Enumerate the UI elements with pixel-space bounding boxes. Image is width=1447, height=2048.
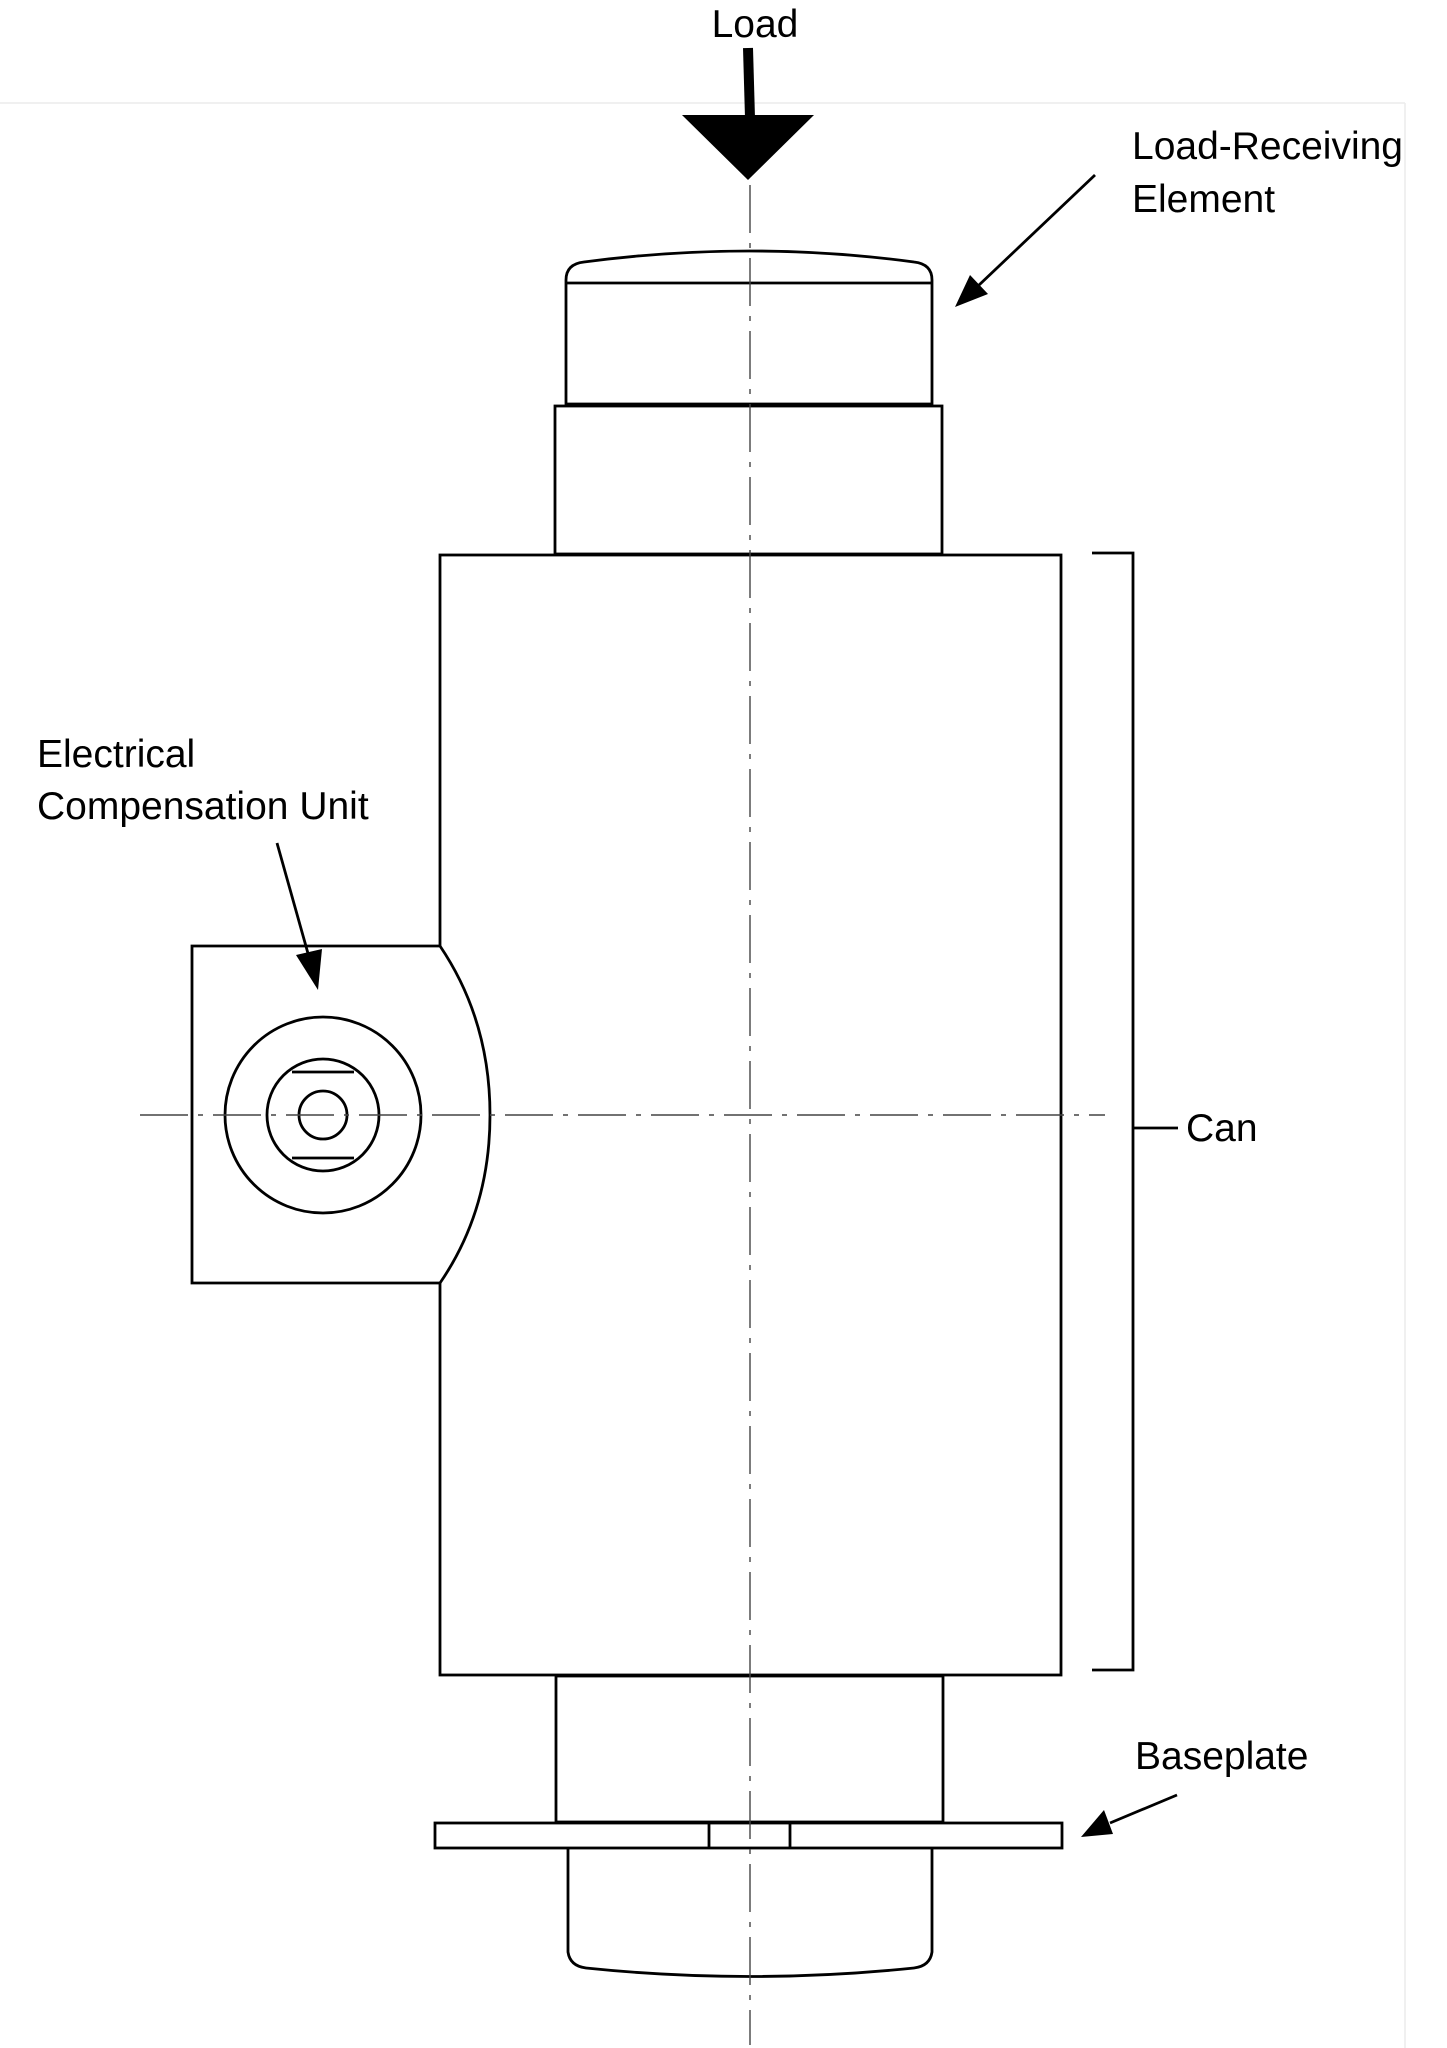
can-label: Can (1186, 1107, 1258, 1150)
upper-neck (553, 404, 944, 556)
ecu-label-line2: Compensation Unit (37, 785, 369, 828)
baseplate (433, 1821, 1064, 1850)
can-bracket (1092, 551, 1135, 1672)
load-arrow-icon (682, 47, 814, 180)
baseplate-label: Baseplate (1135, 1735, 1308, 1778)
load-receiving-label-line2: Element (1132, 178, 1275, 221)
load-label: Load (712, 3, 799, 46)
load-receiving-label-line1: Load-Receiving (1132, 125, 1403, 168)
ecu-leader-arrow-icon (275, 842, 322, 990)
ecu-label-line1: Electrical (37, 733, 195, 776)
load-receiving-leader-arrow-icon (955, 173, 1096, 307)
baseplate-leader-arrow-icon (1081, 1793, 1178, 1837)
top-load-receiving-element (564, 249, 934, 406)
